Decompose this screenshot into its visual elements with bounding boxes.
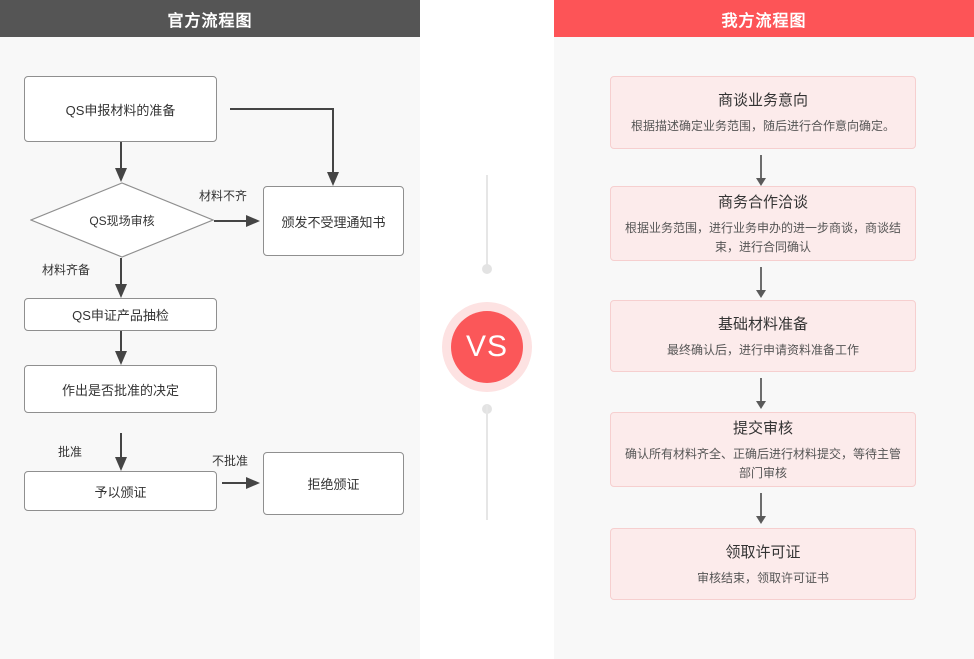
step-desc: 审核结束，领取许可证书 [696, 570, 829, 585]
step-title: 基础材料准备 [717, 315, 808, 333]
step-arrow-4 [756, 493, 766, 524]
node-prepare-label: QS申报材料的准备 [65, 102, 176, 118]
node-grant-label: 予以颁证 [94, 484, 147, 500]
edge-label-approved: 批准 [58, 445, 83, 459]
node-refuse-label: 拒绝颁证 [307, 477, 360, 492]
vs-divider: VS [420, 0, 554, 659]
step-card-submit[interactable]: 提交审核 确认所有材料齐全、正确后进行材料提交，等待主管部门审核 [610, 412, 916, 487]
official-panel-title: 官方流程图 [167, 12, 253, 30]
step-card-materials[interactable]: 基础材料准备 最终确认后，进行申请资料准备工作 [610, 300, 916, 372]
step-title: 领取许可证 [725, 543, 801, 561]
step-card-license[interactable]: 领取许可证 审核结束，领取许可证书 [610, 528, 916, 600]
our-panel-title: 我方流程图 [721, 12, 807, 30]
step-desc: 确认所有材料齐全、正确后进行材料提交，等待主管部门审核 [625, 446, 902, 480]
node-review[interactable]: QS现场审核 [30, 182, 214, 258]
step-card-negotiation[interactable]: 商务合作洽谈 根据业务范围，进行业务申办的进一步商谈，商谈结束，进行合同确认 [610, 186, 916, 261]
connector-dot-top [482, 264, 492, 274]
edge-label-materials-complete: 材料齐备 [42, 263, 91, 277]
step-arrow-2 [756, 267, 766, 298]
node-grant[interactable]: 予以颁证 [24, 471, 217, 511]
step-title: 提交审核 [732, 419, 793, 437]
step-desc: 根据描述确定业务范围，随后进行合作意向确定。 [630, 119, 895, 133]
node-reject-notice[interactable]: 颁发不受理通知书 [263, 186, 404, 256]
node-reject-notice-label: 颁发不受理通知书 [281, 214, 386, 230]
edge-label-materials-incomplete: 材料不齐 [199, 189, 248, 203]
node-decision[interactable]: 作出是否批准的决定 [24, 365, 217, 413]
edge-label-not-approved: 不批准 [212, 454, 249, 468]
vs-label: VS [451, 311, 523, 383]
connector-line-top [486, 175, 488, 267]
step-desc: 最终确认后，进行申请资料准备工作 [666, 342, 859, 357]
node-refuse[interactable]: 拒绝颁证 [263, 452, 404, 515]
official-flow-connectors [115, 108, 339, 489]
step-card-intent[interactable]: 商谈业务意向 根据描述确定业务范围，随后进行合作意向确定。 [610, 76, 916, 149]
official-flow-panel: 官方流程图 QS申报材料的准备 QS现场审核 颁发不受理通知 [0, 0, 420, 659]
node-sampling[interactable]: QS申证产品抽检 [24, 298, 217, 331]
node-review-label: QS现场审核 [89, 213, 155, 228]
connector-line-bottom [486, 405, 488, 520]
our-panel-header: 我方流程图 [554, 0, 974, 37]
step-title: 商务合作洽谈 [717, 193, 808, 211]
node-sampling-label: QS申证产品抽检 [72, 308, 169, 323]
step-arrow-3 [756, 378, 766, 409]
official-panel-header: 官方流程图 [0, 0, 420, 37]
step-title: 商谈业务意向 [717, 92, 808, 109]
vs-badge: VS [442, 302, 532, 392]
step-arrow-1 [756, 155, 766, 186]
node-decision-label: 作出是否批准的决定 [61, 382, 179, 398]
diamond-shape [30, 182, 214, 258]
node-prepare[interactable]: QS申报材料的准备 [24, 76, 217, 142]
step-desc: 根据业务范围，进行业务申办的进一步商谈，商谈结束，进行合同确认 [625, 220, 902, 254]
